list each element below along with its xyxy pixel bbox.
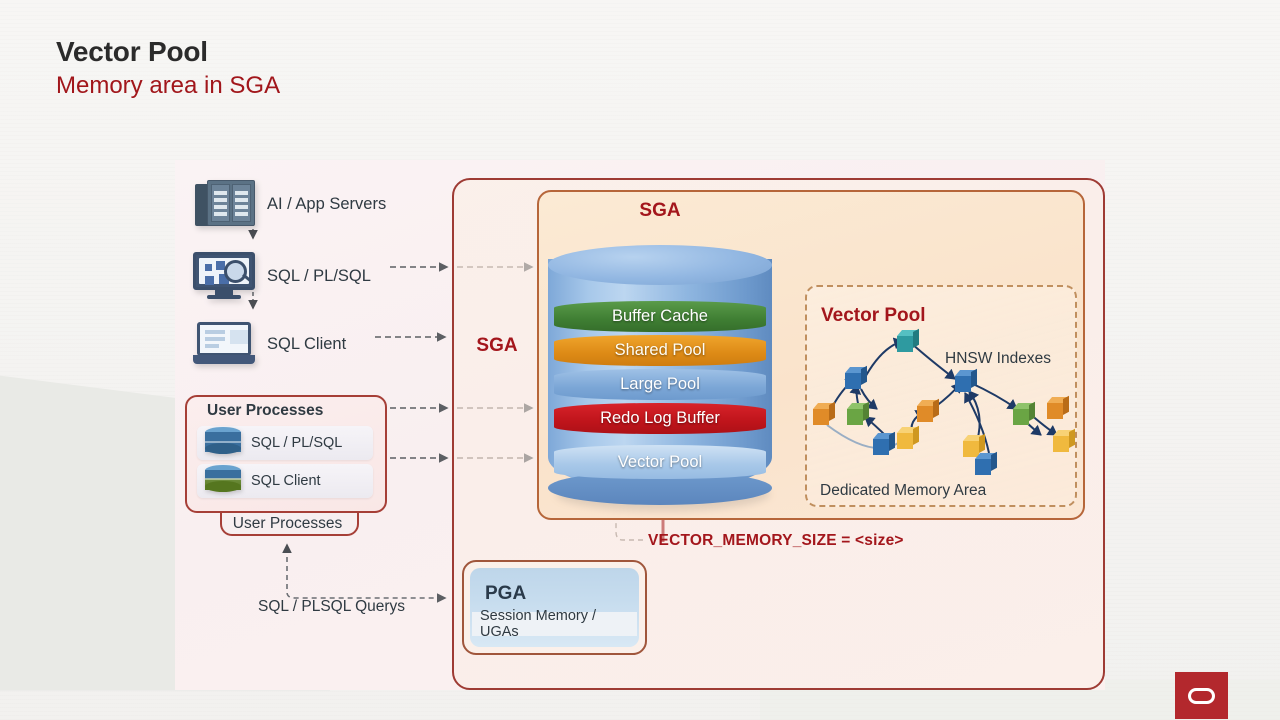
pga-row-label: Session Memory / UGAs <box>480 608 597 640</box>
title-block: Vector Pool Memory area in SGA <box>56 36 280 101</box>
page-subtitle: Memory area in SGA <box>56 72 281 100</box>
vector-memory-size-label: VECTOR_MEMORY_SIZE = <size> <box>648 532 904 549</box>
user-processes-title: User Processes <box>207 402 324 419</box>
hnsw-node <box>1013 401 1035 425</box>
sga-outside-label: SGA <box>476 335 518 356</box>
hnsw-node <box>1047 395 1069 419</box>
memory-band-large-pool: Large Pool <box>554 369 766 400</box>
user-process-label: SQL Client <box>251 473 321 489</box>
client-sql-client: SQL Client <box>193 322 346 366</box>
client-sql-plsql: SQL / PL/SQL <box>193 252 371 300</box>
oracle-o-icon <box>1188 687 1215 704</box>
client-label: AI / App Servers <box>267 194 387 213</box>
laptop-icon <box>193 322 255 366</box>
hnsw-node <box>975 451 997 475</box>
sga-inside-label: SGA <box>639 200 681 221</box>
hnsw-node <box>873 431 895 455</box>
sql-plsql-queries-label: SQL / PLSQL Querys <box>258 598 406 615</box>
hnsw-node <box>847 401 869 425</box>
oracle-logo <box>1175 672 1228 719</box>
user-process-label: SQL / PL/SQL <box>251 435 343 451</box>
pga-title: PGA <box>485 583 527 604</box>
page-title: Vector Pool <box>56 36 208 67</box>
sga-memory-cylinder: Buffer Cache Shared Pool Large Pool Redo… <box>548 245 772 511</box>
monitor-search-icon <box>193 252 255 300</box>
hnsw-node <box>845 365 867 389</box>
memory-band-buffer-cache: Buffer Cache <box>554 301 766 332</box>
client-label: SQL Client <box>267 334 347 353</box>
memory-band-vector-pool: Vector Pool <box>554 445 766 479</box>
hnsw-indexes-label: HNSW Indexes <box>945 350 1051 367</box>
hnsw-node <box>955 368 977 392</box>
hnsw-node <box>917 398 939 422</box>
hnsw-node <box>897 425 919 449</box>
client-label: SQL / PL/SQL <box>267 266 371 285</box>
user-process-row-sql-plsql: SQL / PL/SQL <box>197 426 373 460</box>
server-rack-icon <box>195 180 255 228</box>
user-process-row-sql-client: SQL Client <box>197 464 373 498</box>
memory-band-redo-log-buffer: Redo Log Buffer <box>554 403 766 434</box>
dedicated-memory-area-label: Dedicated Memory Area <box>820 482 987 499</box>
hnsw-node <box>897 328 919 352</box>
hnsw-node-layer <box>805 285 1077 507</box>
architecture-diagram: SGA SGA AI / App Servers SQL / PL/SQL <box>175 160 1105 690</box>
database-cylinder-green-icon <box>205 465 241 497</box>
hnsw-node <box>813 401 835 425</box>
hnsw-node <box>1053 428 1075 452</box>
vector-pool-title: Vector Pool <box>821 305 926 326</box>
user-processes-tab-label: User Processes <box>232 515 343 532</box>
database-cylinder-icon <box>205 427 241 459</box>
client-ai-app-servers: AI / App Servers <box>195 180 386 228</box>
memory-band-shared-pool: Shared Pool <box>554 335 766 366</box>
hnsw-node <box>963 433 985 457</box>
pga-session-memory-row: Session Memory / UGAs <box>472 608 637 640</box>
